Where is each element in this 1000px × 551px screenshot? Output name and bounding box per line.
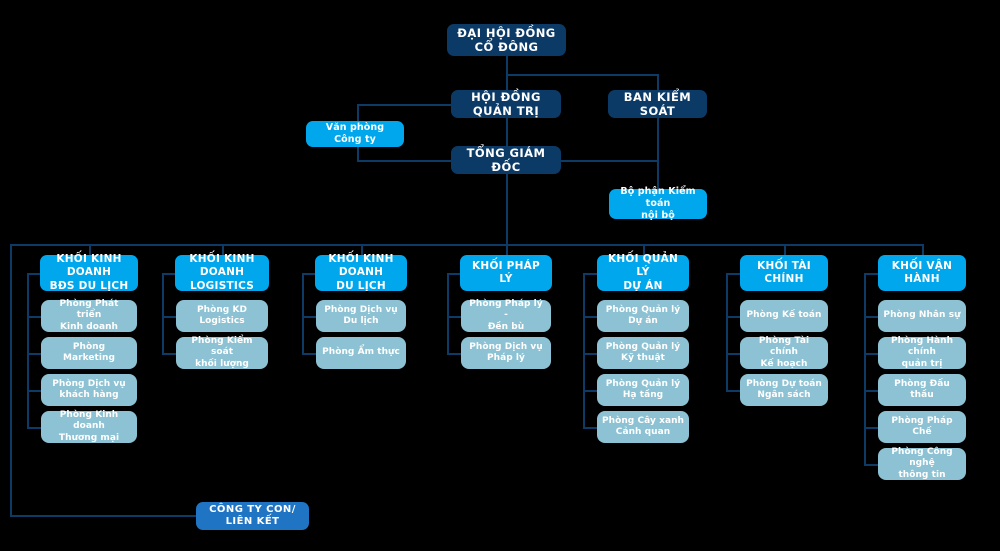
department-node[interactable]: Phòng Nhân sự	[878, 300, 966, 332]
department-node[interactable]: Phòng Quản lý Dự án	[597, 300, 689, 332]
connector-child-3-1	[302, 316, 316, 318]
division-header-1[interactable]: KHỐI KINH DOANH BĐS DU LỊCH	[40, 253, 138, 292]
node-ceo[interactable]: TỔNG GIÁM ĐỐC	[451, 146, 561, 174]
connector-supervisory-down	[657, 118, 659, 190]
connector-child-3-2	[302, 353, 316, 355]
connector-bus-to-division-4	[506, 244, 508, 255]
connector-child-7-5	[864, 464, 878, 466]
department-node[interactable]: Phòng Pháp lý - Đền bù	[461, 299, 551, 332]
department-node[interactable]: Phòng Dự toán Ngân sách	[740, 374, 828, 406]
connector-to-board	[506, 74, 508, 91]
connector-child-5-1	[583, 316, 597, 318]
division-rail-stub-2	[162, 273, 175, 275]
division-rail-3	[302, 273, 304, 353]
department-node[interactable]: Phòng Công nghệ thông tin	[878, 447, 966, 480]
node-company-office[interactable]: Văn phòng Công ty	[306, 121, 404, 147]
connector-shareholders-bus	[506, 74, 658, 76]
connector-office-to-ceo	[357, 160, 452, 162]
connector-child-6-2	[726, 353, 740, 355]
connector-child-7-2	[864, 353, 878, 355]
node-board-of-directors[interactable]: HỘI ĐỒNG QUẢN TRỊ	[451, 90, 561, 118]
connector-to-supervisory	[657, 74, 659, 91]
division-rail-7	[864, 273, 866, 464]
connector-child-2-2	[162, 353, 176, 355]
connector-child-7-1	[864, 316, 878, 318]
division-rail-stub-4	[447, 273, 460, 275]
connector-ceo-to-audit-branch	[560, 160, 658, 162]
connector-bus-to-division-6	[784, 244, 786, 255]
node-shareholders-assembly[interactable]: ĐẠI HỘI ĐỒNG CỔ ĐÔNG	[447, 24, 566, 56]
department-node[interactable]: Phòng Ẩm thực	[316, 337, 406, 369]
connector-bus-to-division-7	[922, 244, 924, 255]
connector-bus-to-division-2	[222, 244, 224, 255]
connector-child-5-3	[583, 390, 597, 392]
connector-bus-to-division-5	[643, 244, 645, 255]
division-rail-stub-7	[864, 273, 878, 275]
node-internal-audit[interactable]: Bộ phận Kiểm toán nội bộ	[609, 186, 707, 221]
division-header-6[interactable]: KHỐI TÀI CHÍNH	[740, 255, 828, 291]
department-node[interactable]: Phòng Dịch vụ Du lịch	[316, 300, 406, 332]
connector-child-5-4	[583, 427, 597, 429]
department-node[interactable]: Phòng Kiểm soát khối lượng	[176, 336, 268, 369]
connector-subsidiary-vertical	[10, 244, 12, 516]
division-header-5[interactable]: KHỐI QUẢN LÝ DỰ ÁN	[597, 253, 689, 292]
connector-subsidiary-horizontal	[10, 515, 196, 517]
department-node[interactable]: Phòng Pháp Chế	[878, 411, 966, 443]
department-node[interactable]: Phòng Phát triển Kinh doanh	[41, 299, 137, 332]
division-rail-2	[162, 273, 164, 353]
connector-shareholders-down	[506, 55, 508, 75]
division-rail-stub-6	[726, 273, 740, 275]
connector-child-6-1	[726, 316, 740, 318]
connector-child-6-3	[726, 390, 740, 392]
department-node[interactable]: Phòng Quản lý Hạ tầng	[597, 374, 689, 406]
connector-child-7-4	[864, 427, 878, 429]
connector-bus-to-division-3	[361, 244, 363, 255]
department-node[interactable]: Phòng Tài chính Kế hoạch	[740, 336, 828, 369]
connector-child-4-1	[447, 316, 461, 318]
connector-bus-to-division-1	[89, 244, 91, 255]
division-bus	[10, 244, 923, 246]
connector-child-2-1	[162, 316, 176, 318]
connector-child-1-3	[27, 390, 41, 392]
connector-child-1-1	[27, 316, 41, 318]
division-rail-5	[583, 273, 585, 427]
division-header-4[interactable]: KHỐI PHÁP LÝ	[460, 255, 552, 291]
department-node[interactable]: Phòng Đấu thầu	[878, 374, 966, 406]
connector-child-1-2	[27, 353, 41, 355]
division-rail-stub-3	[302, 273, 315, 275]
department-node[interactable]: Phòng Quản lý Kỹ thuật	[597, 337, 689, 369]
connector-child-1-4	[27, 427, 41, 429]
connector-child-4-2	[447, 353, 461, 355]
division-rail-6	[726, 273, 728, 390]
division-rail-4	[447, 273, 449, 353]
connector-board-to-ceo	[506, 118, 508, 146]
department-node[interactable]: Phòng KD Logistics	[176, 300, 268, 332]
division-rail-stub-5	[583, 273, 597, 275]
department-node[interactable]: Phòng Dịch vụ Pháp lý	[461, 337, 551, 369]
department-node[interactable]: Phòng Cây xanh Cảnh quan	[597, 411, 689, 443]
department-node[interactable]: Phòng Kinh doanh Thương mại	[41, 410, 137, 443]
division-header-3[interactable]: KHỐI KINH DOANH DU LỊCH	[315, 253, 407, 292]
division-header-7[interactable]: KHỐI VẬN HÀNH	[878, 255, 966, 291]
department-node[interactable]: Phòng Marketing	[41, 337, 137, 369]
connector-child-7-3	[864, 390, 878, 392]
division-rail-1	[27, 273, 29, 427]
department-node[interactable]: Phòng Hành chính quản trị	[878, 336, 966, 369]
department-node[interactable]: Phòng Dịch vụ khách hàng	[41, 374, 137, 406]
node-supervisory-board[interactable]: BAN KIỂM SOÁT	[608, 90, 707, 118]
department-node[interactable]: Phòng Kế toán	[740, 300, 828, 332]
division-header-2[interactable]: KHỐI KINH DOANH LOGISTICS	[175, 253, 269, 292]
connector-office-to-board	[357, 104, 452, 106]
connector-ceo-down	[506, 174, 508, 245]
node-subsidiary-affiliate[interactable]: CÔNG TY CON/ LIÊN KẾT	[196, 502, 309, 530]
connector-child-5-2	[583, 353, 597, 355]
division-rail-stub-1	[27, 273, 40, 275]
